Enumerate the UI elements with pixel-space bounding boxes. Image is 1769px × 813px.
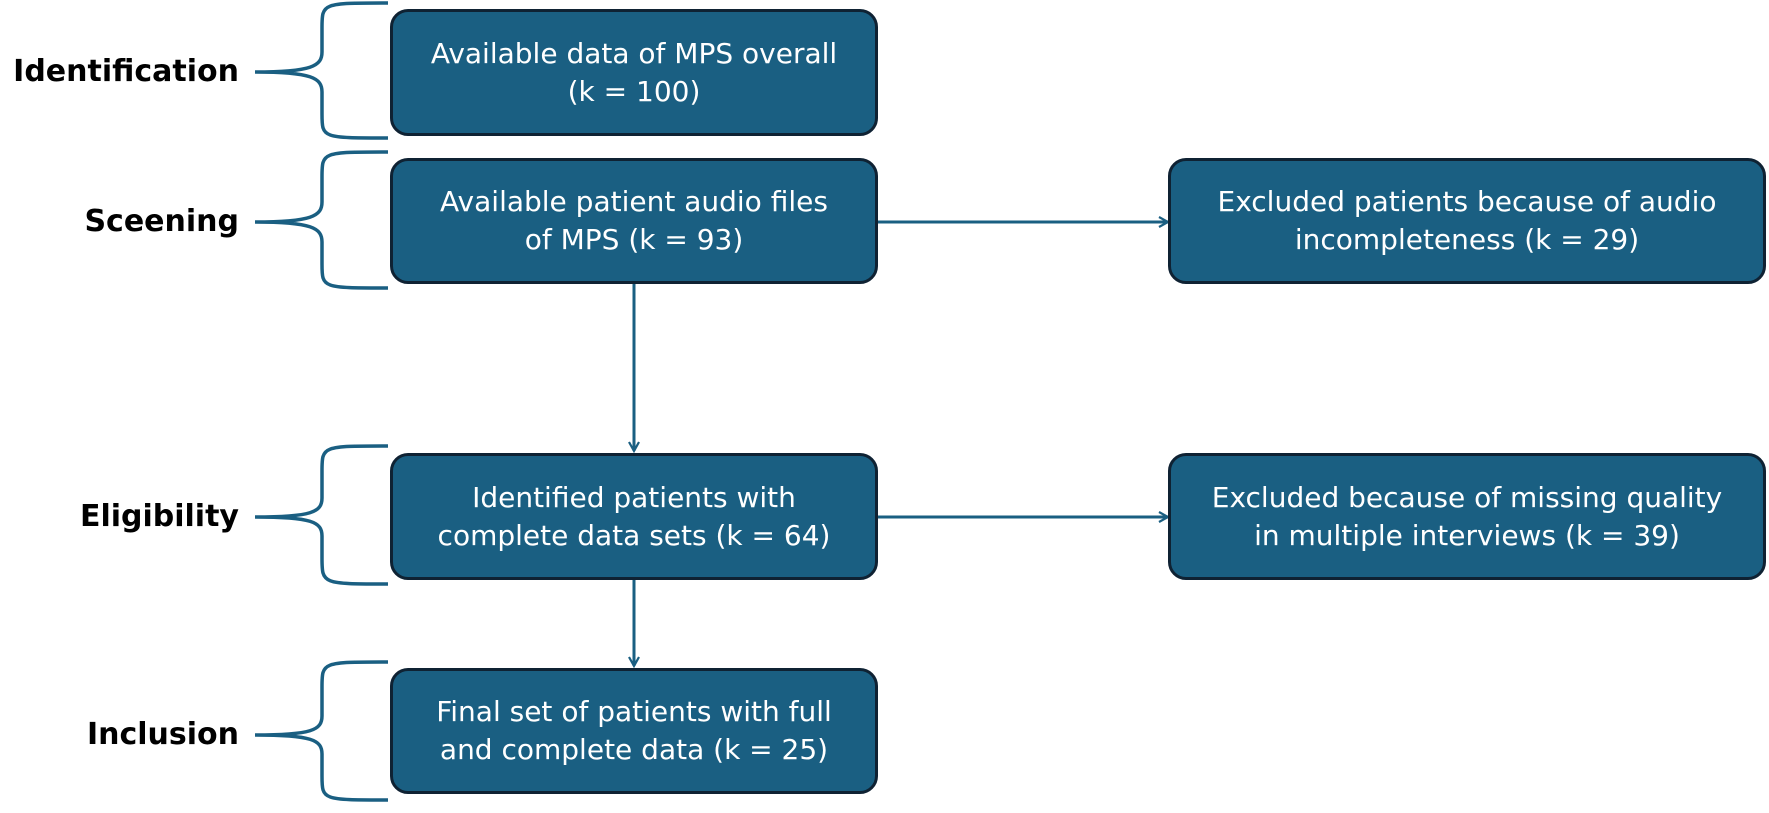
box-excluded-audio-line1: Excluded patients because of audio	[1217, 185, 1717, 218]
box-audio-files-line2: of MPS (k = 93)	[524, 223, 744, 256]
box-available-data-line2: (k = 100)	[567, 74, 701, 108]
box-available-data-line1: Available data of MPS overall	[430, 36, 838, 70]
box-audio-files: Available patient audio files of MPS (k …	[390, 158, 878, 284]
stage-label-identification: Identification	[13, 54, 239, 89]
box-complete-sets-line2: complete data sets (k = 64)	[437, 518, 831, 552]
stage-label-eligibility: Eligibility	[79, 499, 239, 534]
box-excluded-quality-line1: Excluded because of missing quality	[1211, 480, 1723, 514]
stage-label-screening: Sceening	[84, 204, 239, 239]
box-complete-sets: Identified patients with complete data s…	[390, 453, 878, 580]
identification-brace	[254, 1, 389, 140]
box-final-set: Final set of patients with full and comp…	[390, 668, 878, 794]
stage-label-inclusion: Inclusion	[86, 717, 239, 752]
box-excluded-quality: Excluded because of missing quality in m…	[1168, 453, 1766, 580]
box-excluded-audio: Excluded patients because of audio incom…	[1168, 158, 1766, 284]
box-available-data: Available data of MPS overall (k = 100)	[390, 9, 878, 136]
eligibility-brace	[254, 444, 389, 586]
box-excluded-quality-line2: in multiple interviews (k = 39)	[1254, 518, 1680, 552]
box-excluded-audio-line2: incompleteness (k = 29)	[1294, 223, 1640, 256]
box-final-set-line1: Final set of patients with full	[436, 695, 832, 728]
box-final-set-line2: and complete data (k = 25)	[439, 733, 829, 766]
box-complete-sets-line1: Identified patients with	[472, 480, 796, 514]
screening-brace	[254, 150, 389, 290]
box-audio-files-line1: Available patient audio files	[440, 185, 828, 218]
inclusion-brace	[254, 660, 389, 802]
